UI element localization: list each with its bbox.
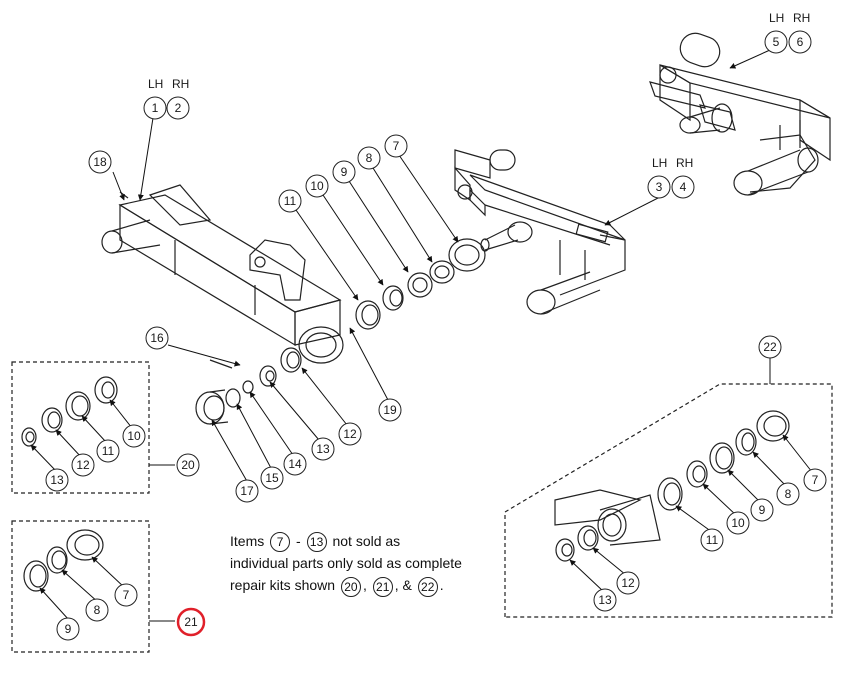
kit22-callout-12: 12 xyxy=(621,576,635,590)
kit22-callout-10: 10 xyxy=(731,516,745,530)
callout-6: 6 xyxy=(797,35,804,49)
callout-19: 19 xyxy=(383,403,397,417)
kit20-callout-13: 13 xyxy=(50,473,64,487)
kit22-callout-8: 8 xyxy=(785,487,792,501)
kit22-callout-9: 9 xyxy=(759,503,766,517)
highlight-ring-21 xyxy=(176,607,206,637)
spindle-lh-label: LH xyxy=(652,156,667,170)
note-text-dash: - xyxy=(296,533,301,549)
kit21-callout-7: 7 xyxy=(123,588,130,602)
kit-22-parts xyxy=(554,410,790,562)
kit21-callout-9: 9 xyxy=(65,622,72,636)
callout-1: 1 xyxy=(152,101,159,115)
callout-4: 4 xyxy=(680,180,687,194)
note-callout-22: 22 xyxy=(417,576,438,597)
main-arm-drawing xyxy=(101,184,344,364)
callout-8: 8 xyxy=(366,151,373,165)
spindle-rh-label: RH xyxy=(676,156,693,170)
arm-rh-label: RH xyxy=(172,77,189,91)
note-text-items: Items xyxy=(230,533,265,549)
note-text-repair-kits: repair kits shown xyxy=(230,577,336,594)
kit-20-box xyxy=(11,361,150,494)
callout-circles xyxy=(45,30,827,641)
callout-17: 17 xyxy=(240,484,254,498)
note-text-line2: individual parts only sold as complete xyxy=(230,555,462,572)
note-text-not-sold: not sold as xyxy=(332,533,401,549)
kit21-callout-8: 8 xyxy=(94,603,101,617)
callout-7: 7 xyxy=(393,139,400,153)
axle-lh-label: LH xyxy=(769,11,784,25)
callout-12: 12 xyxy=(343,427,357,441)
note-text-comma: , xyxy=(362,577,367,594)
kit-22-callout: 22 xyxy=(763,340,777,354)
kit-22-box xyxy=(504,383,833,618)
note-callout-7: 7 xyxy=(270,532,291,553)
callout-3: 3 xyxy=(656,180,663,194)
kit-20-callout: 20 xyxy=(181,458,195,472)
callout-14: 14 xyxy=(288,457,302,471)
hub-cap-bearing-group xyxy=(119,191,302,425)
connector-lines xyxy=(149,358,771,622)
kit-21-callout: 21 xyxy=(184,615,198,629)
callout-2: 2 xyxy=(175,101,182,115)
kit22-callout-11: 11 xyxy=(706,533,719,547)
axle-assembly-drawing xyxy=(649,32,831,196)
kit20-callout-10: 10 xyxy=(127,429,141,443)
axle-rh-label: RH xyxy=(793,11,810,25)
kit-20-parts xyxy=(21,376,118,447)
kit20-callout-12: 12 xyxy=(76,458,90,472)
leader-lines xyxy=(30,49,813,621)
note-text-period: . xyxy=(439,577,444,594)
note-callout-20: 20 xyxy=(340,576,361,597)
callout-10: 10 xyxy=(310,179,324,193)
kit-21-parts xyxy=(23,529,104,592)
callout-5: 5 xyxy=(773,35,780,49)
callout-11: 11 xyxy=(284,194,297,208)
kit20-callout-11: 11 xyxy=(102,444,115,458)
callout-9: 9 xyxy=(341,165,348,179)
note-callout-21: 21 xyxy=(372,576,393,597)
hub-bearing-stack xyxy=(355,238,486,330)
kit22-callout-13: 13 xyxy=(598,593,612,607)
callout-16: 16 xyxy=(150,331,164,345)
arm-lh-label: LH xyxy=(148,77,163,91)
spindle-arm-drawing xyxy=(454,149,626,315)
callout-18: 18 xyxy=(93,155,107,169)
callout-13: 13 xyxy=(316,442,330,456)
note-text-and: , & xyxy=(394,577,412,594)
kit22-callout-7: 7 xyxy=(812,473,819,487)
kit-21-box xyxy=(11,520,150,653)
kit-note: Items 7 - 13 not sold as individual part… xyxy=(230,530,490,597)
callout-15: 15 xyxy=(265,471,279,485)
note-callout-13: 13 xyxy=(306,532,327,553)
